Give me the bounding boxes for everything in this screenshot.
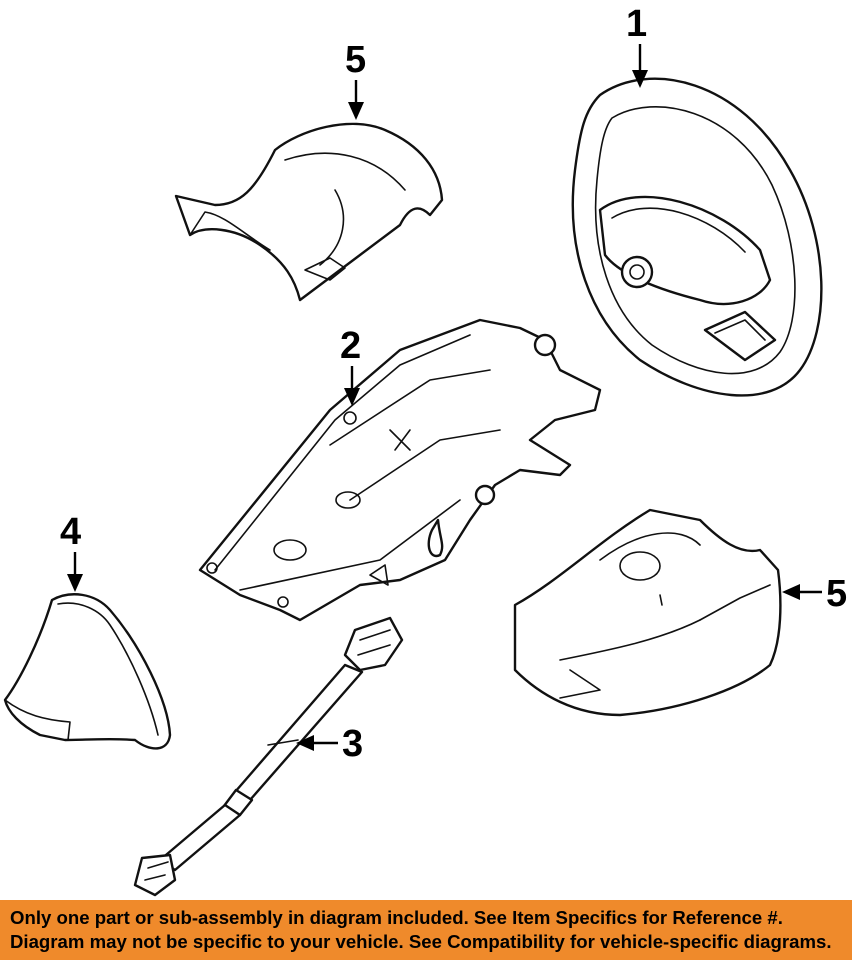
boot-cover-part	[3, 593, 172, 750]
callout-label-4: 4	[60, 511, 81, 553]
callout-1: 1	[626, 3, 648, 88]
callout-label-5-lower: 5	[826, 573, 847, 615]
steering-wheel-part	[571, 77, 823, 397]
disclaimer-banner: Only one part or sub-assembly in diagram…	[0, 900, 852, 960]
callout-2: 2	[340, 325, 361, 406]
disclaimer-line-2: Diagram may not be specific to your vehi…	[10, 931, 832, 952]
callout-4: 4	[60, 511, 83, 592]
callout-5-upper: 5	[345, 39, 366, 120]
intermediate-shaft-part	[133, 616, 404, 897]
lower-shroud-part	[513, 508, 782, 717]
callout-5-lower: 5	[782, 573, 847, 615]
callout-label-2: 2	[340, 325, 361, 367]
parts-diagram: 1 5 2	[3, 3, 847, 897]
callout-label-3: 3	[342, 723, 363, 765]
upper-shroud-part	[174, 122, 444, 302]
disclaimer-line-1: Only one part or sub-assembly in diagram…	[10, 907, 783, 928]
callout-label-5-upper: 5	[345, 39, 366, 81]
steering-column-part	[198, 318, 602, 622]
callout-3: 3	[296, 723, 363, 765]
callout-label-1: 1	[626, 3, 647, 45]
